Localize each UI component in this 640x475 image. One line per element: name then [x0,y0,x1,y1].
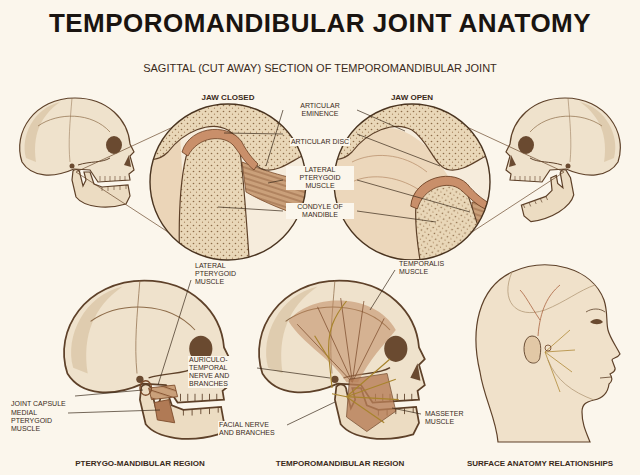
articular-disc [182,129,258,170]
part-label: TEMPORALIS MUSCLE [398,260,454,276]
hair-line [508,272,595,313]
section-circle [150,104,306,260]
articular-disc [406,168,489,224]
part-label: AURICULO-TEMPORAL NERVE AND BRANCHES [188,356,254,388]
jaw-line [548,360,594,400]
part-label: JOINT CAPSULE [10,400,67,408]
label-box: AURICULO-TEMPORAL NERVE AND BRANCHES [188,356,254,390]
facial-nerve [332,359,399,423]
head-profile [476,265,620,442]
label-box: TEMPORALIS MUSCLE [398,260,454,278]
view-label: JAW CLOSED [201,93,256,102]
zoom-line [76,127,564,232]
label-box: TEMPOROMANDIBULAR REGION [240,452,440,470]
label-box: JAW CLOSED [173,86,283,104]
leader-line [68,270,421,425]
eye [590,319,603,324]
skull-closed [20,98,134,207]
label-box: PTERYGO-MANDIBULAR REGION [35,452,245,470]
part-label: CONDYLE OF MANDIBLE [286,203,354,219]
label-box: SURFACE ANATOMY RELATIONSHIPS [445,452,635,470]
open-jaw [513,168,581,226]
brow [586,309,605,312]
section-circle [334,104,490,260]
region-caption: PTERYGO-MANDIBULAR REGION [74,459,205,468]
part-label: MEDIAL PTERYGOID MUSCLE [10,409,66,433]
joint-capsule [140,381,152,396]
skull-open [506,98,620,226]
mandible [140,384,224,438]
part-label: MASSETER MUSCLE [424,410,470,426]
part-label: ARTICULAR DISC [290,138,350,146]
view-label: JAW OPEN [390,93,434,102]
joint-mark [545,345,551,351]
region-caption: TEMPOROMANDIBULAR REGION [275,459,405,468]
medial-pterygoid [154,400,174,423]
title-box: TEMPOROMANDIBULAR JOINT ANATOMY [0,8,640,39]
label-box: FACIAL NERVE AND BRANCHES [218,421,284,439]
label-box: CONDYLE OF MANDIBLE [286,203,354,221]
label-box: MEDIAL PTERYGOID MUSCLE [10,409,66,435]
tissue-fiber [352,155,427,192]
diagram-title: TEMPOROMANDIBULAR JOINT ANATOMY [49,8,591,39]
part-label: FACIAL NERVE AND BRANCHES [218,421,284,437]
label-box: LATERAL PTERYGOID MUSCLE [194,262,252,288]
ear [524,336,541,363]
skull-muscles [259,281,425,439]
condyle [179,137,250,272]
temporalis-fibers [297,298,384,382]
part-label: LATERAL PTERYGOID MUSCLE [286,166,354,190]
lateral-pterygoid [149,385,178,400]
leader-line [218,110,470,222]
mandible [513,168,581,226]
auriculotemporal-nerve [315,301,347,388]
temporal-vessels [520,285,560,336]
subtitle: SAGITTAL (CUT AWAY) SECTION OF TEMPOROMA… [142,62,498,75]
label-box: MASSETER MUSCLE [424,410,470,428]
temporalis [289,301,396,383]
label-box: SAGITTAL (CUT AWAY) SECTION OF TEMPOROMA… [40,58,600,76]
label-box: JOINT CAPSULE [10,392,74,410]
part-label: ARTICULAR EMINENCE [286,102,354,118]
part-label: LATERAL PTERYGOID MUSCLE [194,262,252,286]
face-outline [476,265,620,442]
mouth [600,377,611,378]
label-box: ARTICULAR EMINENCE [286,102,354,120]
region-caption: SURFACE ANATOMY RELATIONSHIPS [466,459,614,468]
label-box: ARTICULAR DISC [284,130,356,148]
surface-nerves [545,330,575,392]
label-box: LATERAL PTERYGOID MUSCLE [286,166,354,192]
label-box: JAW OPEN [357,86,467,104]
